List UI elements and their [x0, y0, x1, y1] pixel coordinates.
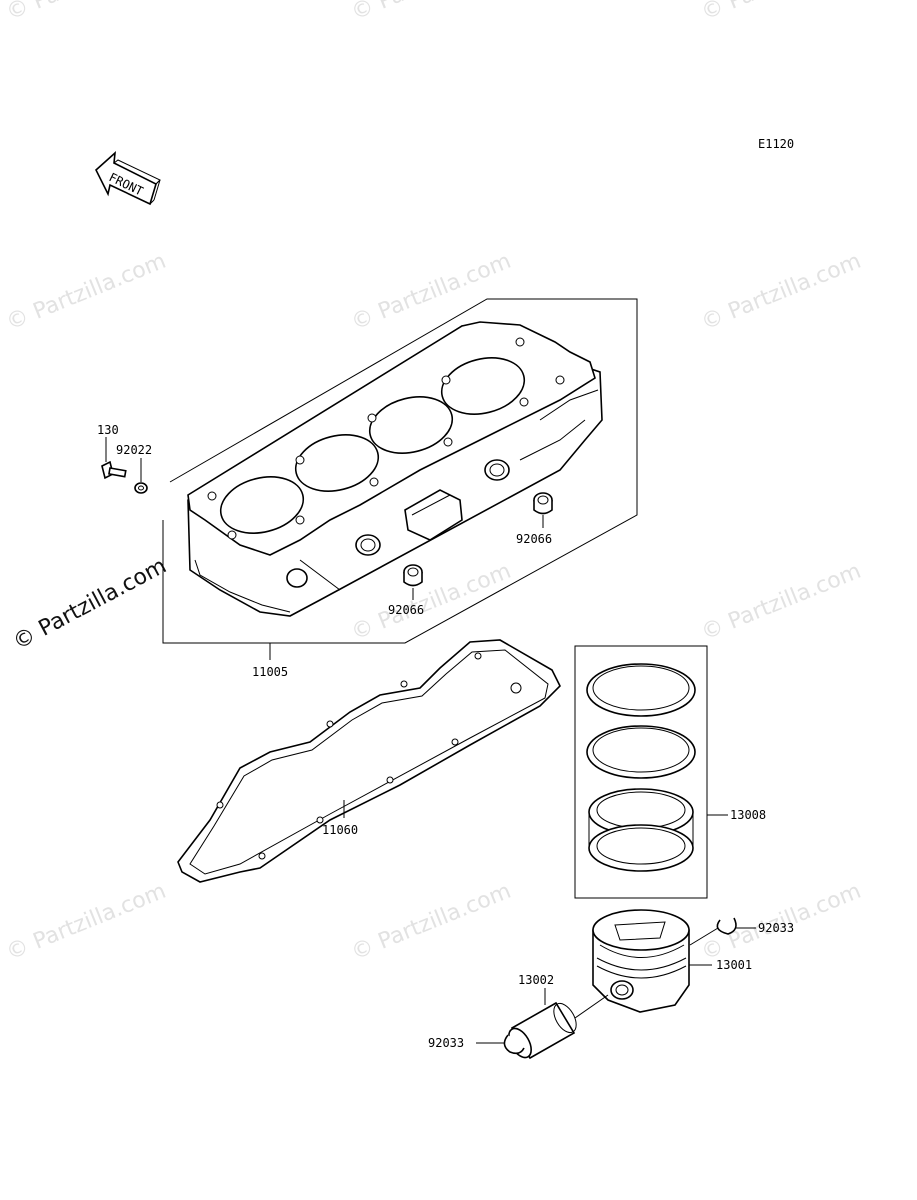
cylinder-block: [162, 298, 638, 644]
part-number-13001: 13001: [716, 958, 752, 972]
watermark-dark: © Partzilla.com: [9, 554, 171, 656]
watermark: © Partzilla.com: [698, 249, 865, 336]
piston: [592, 909, 690, 1013]
front-arrow-icon: FRONT: [95, 151, 161, 206]
part-number-92033-right: 92033: [758, 921, 794, 935]
head-gasket: [177, 639, 561, 883]
part-number-92066-right: 92066: [516, 532, 552, 546]
watermark: © Partzilla.com: [698, 559, 865, 646]
watermark: © Partzilla.com: [3, 0, 170, 26]
part-number-92033-left: 92033: [428, 1036, 464, 1050]
part-number-13008: 13008: [730, 808, 766, 822]
circlip-right: [716, 917, 737, 935]
circlip-left: [503, 1034, 525, 1055]
watermark: © Partzilla.com: [698, 0, 865, 26]
washer: [134, 482, 148, 494]
bolt: [101, 460, 127, 480]
watermark: © Partzilla.com: [3, 879, 170, 966]
part-number-11060: 11060: [322, 823, 358, 837]
part-number-92066-left: 92066: [388, 603, 424, 617]
piston-ring-set: [586, 663, 696, 872]
plug-left: [403, 564, 423, 587]
watermark: © Partzilla.com: [348, 879, 515, 966]
piston-pin: [508, 1001, 577, 1060]
plug-right: [533, 492, 553, 515]
part-number-130: 130: [97, 423, 119, 437]
diagram-code: E1120: [758, 137, 794, 151]
watermark: © Partzilla.com: [348, 0, 515, 26]
ring-set-frame: [574, 645, 708, 899]
part-number-13002: 13002: [518, 973, 554, 987]
watermark: © Partzilla.com: [3, 249, 170, 336]
part-number-92022: 92022: [116, 443, 152, 457]
part-number-11005: 11005: [252, 665, 288, 679]
